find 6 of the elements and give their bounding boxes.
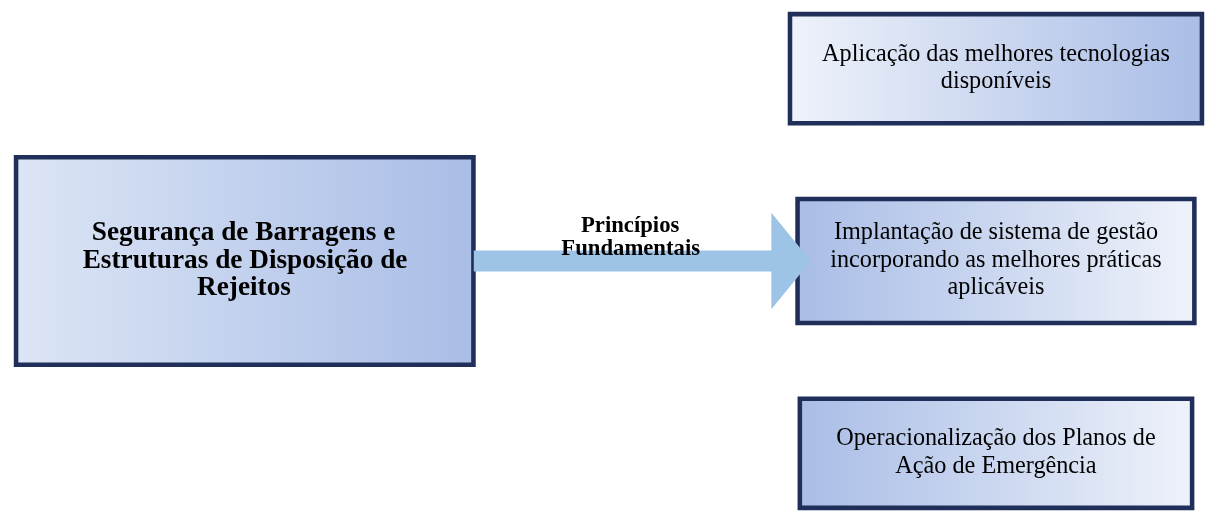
node-box: Implantação de sistema de gestão incorporando as melhores práticas aplicáveis: [794, 196, 1197, 326]
node-box: Aplicação das melhores tecnologias disponíveis: [787, 11, 1204, 126]
arrow: [473, 212, 811, 310]
node-box: Operacionalização dos Planos de Ação de Emergência: [797, 396, 1194, 511]
edge-label: Princípios Fundamentais: [560, 212, 700, 260]
node-box: Segurança de Barragens e Estruturas de Disposição de Rejeitos: [13, 155, 476, 367]
